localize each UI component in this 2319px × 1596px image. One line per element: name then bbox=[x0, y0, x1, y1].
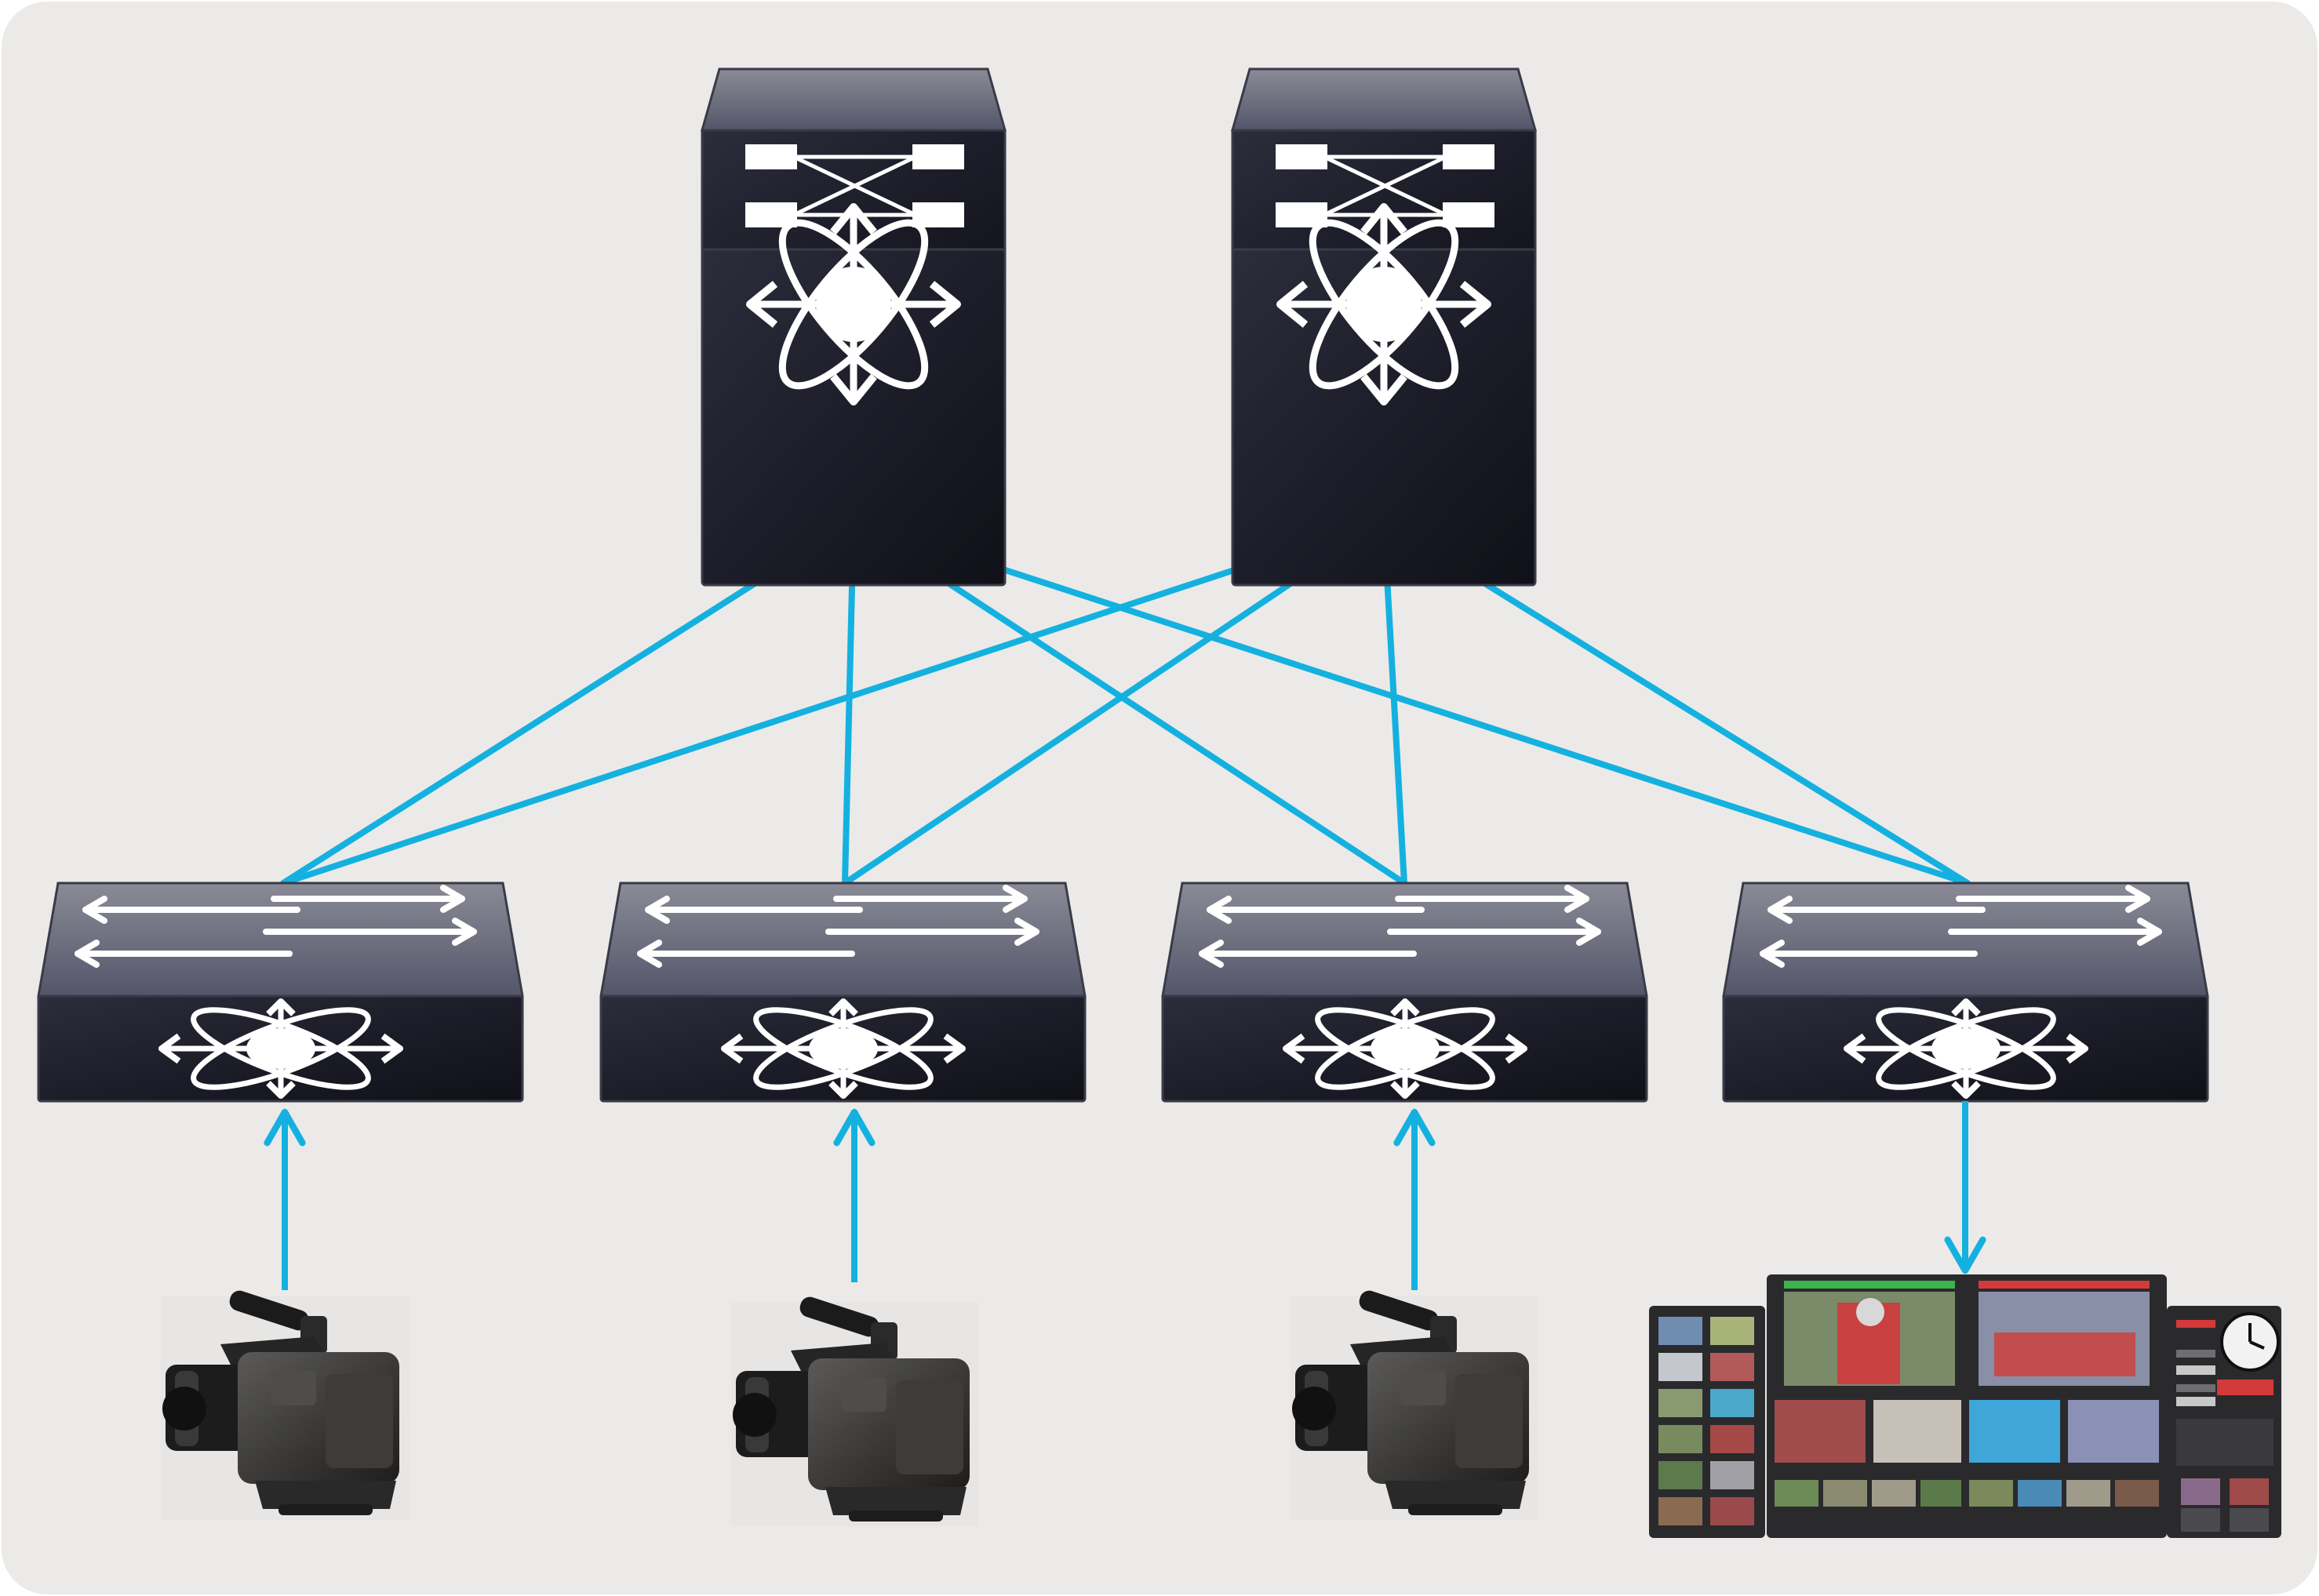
leaf-switch-1[interactable] bbox=[38, 883, 522, 1103]
leaf-switch-4[interactable] bbox=[1724, 883, 2208, 1103]
multilayer-switch-icon bbox=[746, 203, 961, 405]
multiviewer-monitor-icon[interactable] bbox=[1649, 1274, 2281, 1538]
link-spine-1-leaf-4 bbox=[850, 518, 1971, 886]
spine-switch-2[interactable] bbox=[1231, 67, 1537, 587]
multilayer-switch-icon bbox=[1276, 203, 1491, 405]
leaf-switch-3[interactable] bbox=[1163, 883, 1647, 1103]
leaf-switch-2[interactable] bbox=[601, 883, 1085, 1103]
link-spine-2-leaf-1 bbox=[280, 518, 1387, 886]
chassis-top bbox=[701, 67, 1007, 132]
broadcast-camera-icon[interactable] bbox=[1291, 1288, 1538, 1520]
broadcast-camera-icon[interactable] bbox=[161, 1288, 409, 1520]
chassis-top bbox=[1231, 67, 1537, 132]
spine-switch-1[interactable] bbox=[701, 67, 1007, 587]
broadcast-camera-icon[interactable] bbox=[731, 1294, 979, 1526]
